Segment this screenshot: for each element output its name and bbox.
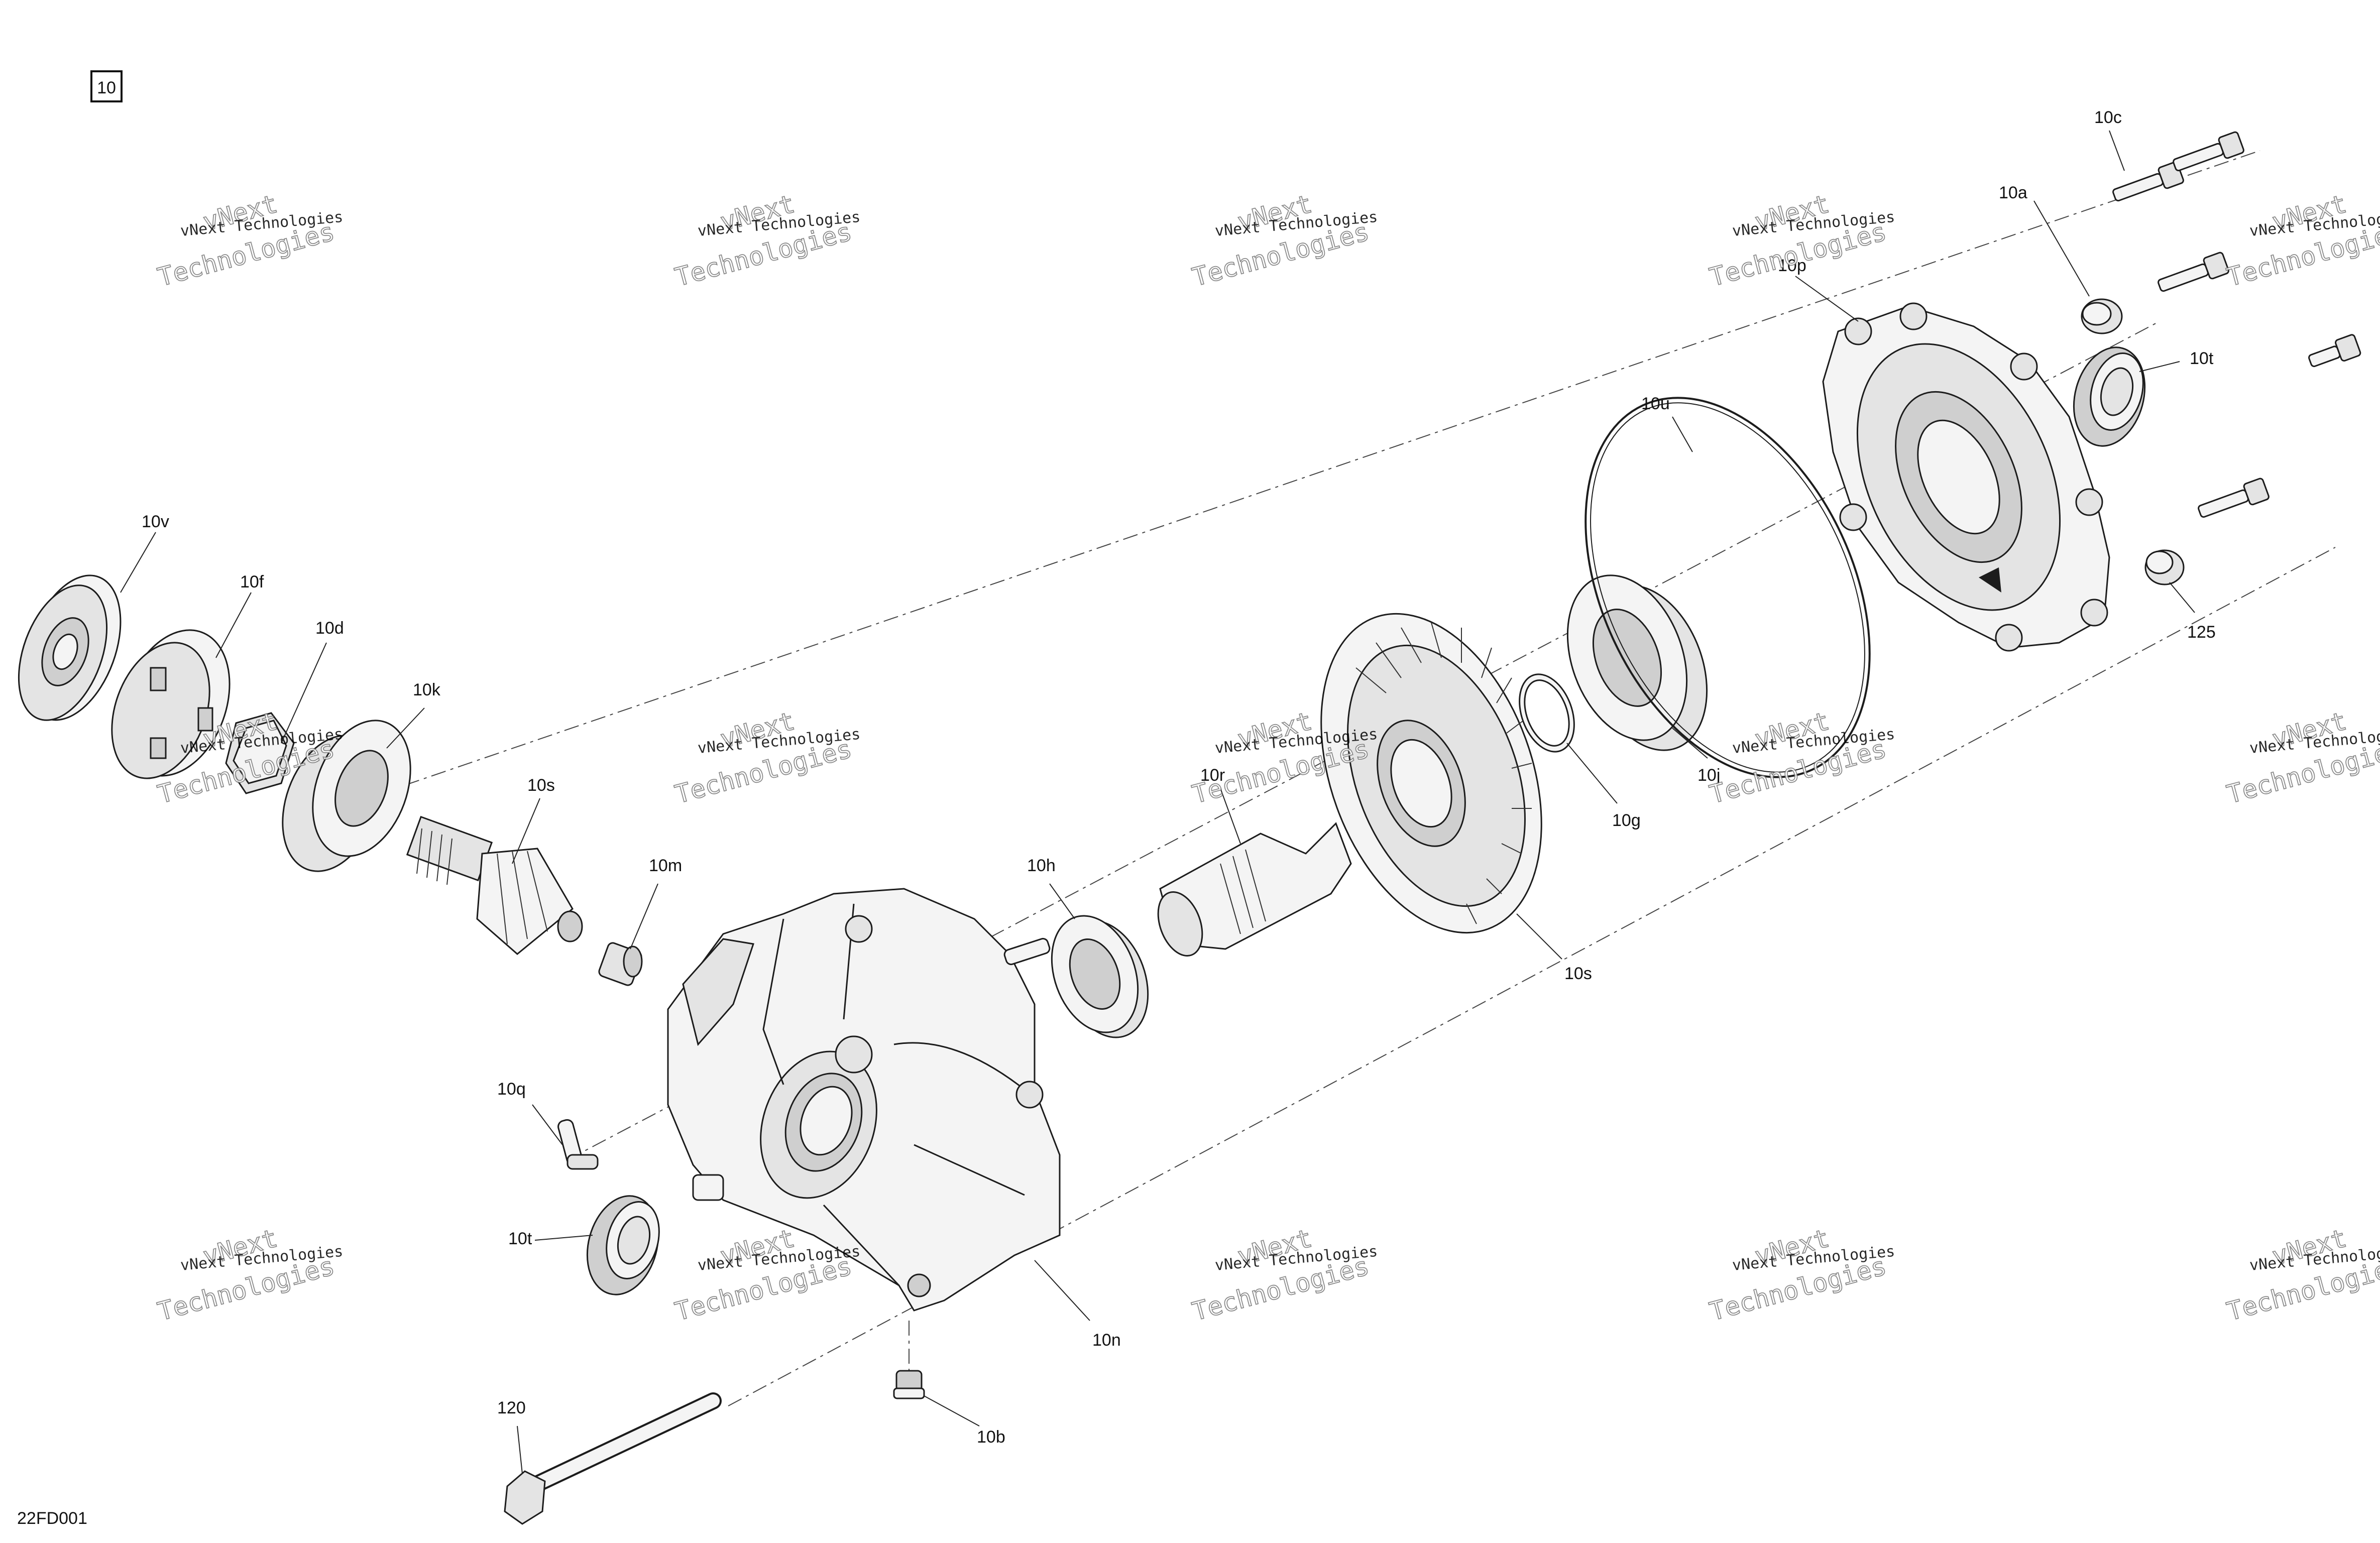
part-10q-fitting [557, 1119, 599, 1170]
label-10j: 10j [1697, 766, 1720, 785]
label-10v: 10v [142, 512, 169, 531]
watermark: vNext Technologies vNext Technologies [671, 706, 861, 810]
label-10s-pinion: 10s [527, 776, 555, 795]
part-125-nut [2144, 549, 2185, 585]
leader-lines [120, 130, 2195, 1474]
label-10c: 10c [2094, 108, 2122, 127]
label-10q: 10q [497, 1080, 526, 1099]
part-10d-hexnut [225, 712, 295, 794]
watermark: vNext Technologies vNext Technologies [2223, 1223, 2380, 1327]
part-10t-right-seal [2073, 346, 2146, 447]
part-10h-bearing [1051, 915, 1149, 1038]
part-10u-oring [1584, 397, 1871, 778]
part-10k-bearing [282, 720, 411, 872]
watermark: vNext Technologies vNext Technologies [671, 189, 861, 293]
part-10g-ring [1519, 673, 1575, 753]
watermark: vNext Technologies vNext Technologies [2223, 706, 2380, 810]
drawing-code: 22FD001 [17, 1509, 87, 1528]
label-10u: 10u [1641, 394, 1670, 413]
part-10t-left-seal [586, 1195, 660, 1295]
figure-number: 10 [97, 78, 116, 97]
part-labels: 10c 10a 10p 10t 10u 125 10v 10f 10d 10k … [142, 108, 2216, 1447]
label-10s-gear: 10s [1564, 964, 1592, 983]
label-10r: 10r [1200, 766, 1225, 785]
part-10m-bearing [598, 942, 643, 986]
label-10k: 10k [413, 680, 441, 699]
part-10b-plug [893, 1370, 925, 1399]
part-10v-cover [18, 574, 122, 721]
part-10n-housing [667, 888, 1061, 1312]
part-10p-cover [1822, 302, 2110, 652]
watermark: vNext Technologies vNext Technologies [1189, 189, 1378, 293]
watermark: vNext Technologies vNext Technologies [1706, 189, 1895, 293]
label-10t-left: 10t [508, 1229, 532, 1248]
label-10n: 10n [1092, 1331, 1121, 1350]
label-10a: 10a [1999, 183, 2027, 202]
part-10c-bolts [2112, 131, 2361, 518]
label-10f: 10f [240, 572, 264, 591]
figure-number-box: 10 [90, 70, 123, 102]
label-10p: 10p [1778, 256, 1806, 275]
label-10g: 10g [1612, 811, 1641, 830]
watermark: vNext Technologies vNext Technologies [154, 1223, 344, 1327]
label-125: 125 [2187, 623, 2216, 642]
part-10s-pinion [406, 815, 583, 955]
watermark: vNext Technologies vNext Technologies [154, 189, 344, 293]
label-120: 120 [497, 1398, 526, 1417]
watermark: vNext Technologies vNext Technologies [1189, 1223, 1378, 1327]
label-10d: 10d [315, 619, 344, 638]
part-10j-bearing [1566, 574, 1708, 751]
part-120-bolt [504, 1392, 722, 1525]
watermark: vNext Technologies vNext Technologies [1706, 706, 1895, 810]
label-10t-right: 10t [2190, 349, 2214, 368]
watermark: vNext Technologies vNext Technologies [1706, 1223, 1895, 1327]
label-10b: 10b [977, 1428, 1005, 1447]
watermarks: vNext Technologies vNext Technologies vN… [154, 189, 2380, 1327]
watermark: vNext Technologies vNext Technologies [2223, 189, 2380, 293]
part-10r-sleeve [1157, 822, 1352, 957]
label-10h: 10h [1027, 856, 1056, 875]
label-10m: 10m [649, 856, 682, 875]
part-10a-bushing [2081, 298, 2123, 334]
part-10f-nut [111, 629, 231, 779]
part-10s-ring-gear [1320, 613, 1542, 934]
